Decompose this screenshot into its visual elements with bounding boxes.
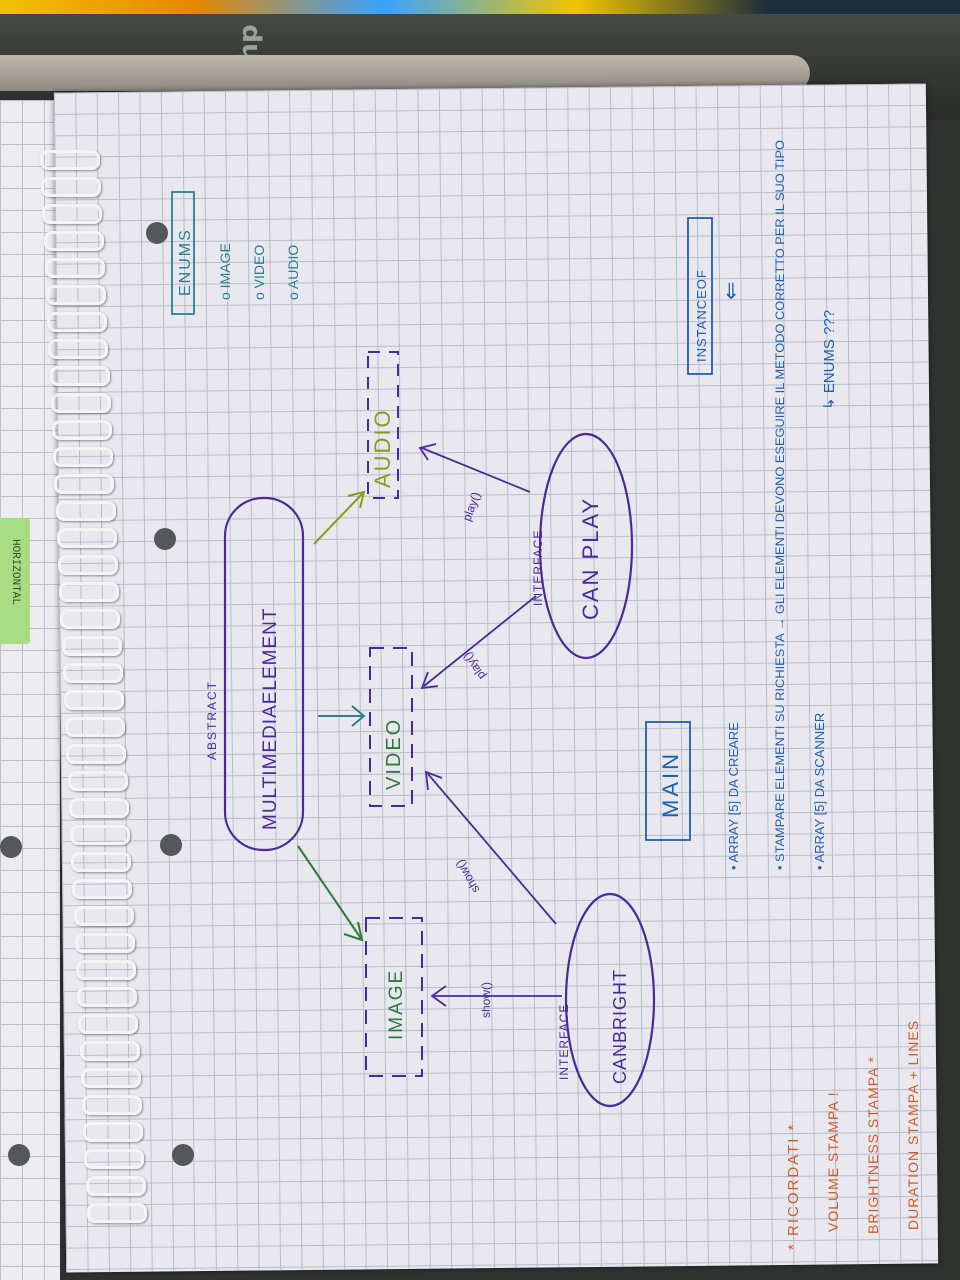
spiral-ring [65, 717, 126, 737]
abstract-class-multimediaelement: ABSTRACT MULTIMEDIAELEMENT [205, 496, 305, 852]
reminder-line: * RICORDATI * [785, 1123, 802, 1250]
spiral-ring [55, 501, 116, 521]
method-label-play: play() [460, 490, 483, 523]
interface-canplay-name: CAN PLAY [578, 497, 603, 620]
main-title: MAIN [658, 751, 683, 818]
arrow-canbright-to-video [427, 773, 557, 925]
spiral-ring [74, 933, 135, 953]
class-video: VIDEO [369, 647, 413, 807]
spiral-ring [62, 663, 123, 683]
instanceof-title: INSTANCEOF [694, 269, 709, 362]
spiral-ring [42, 204, 103, 224]
class-audio: AUDIO [367, 351, 399, 499]
spiral-ring [40, 150, 100, 170]
enum-item: o AUDIO [285, 245, 301, 300]
class-image: IMAGE [365, 917, 423, 1077]
enums-title: ENUMS [177, 228, 194, 296]
spiral-ring [52, 420, 112, 440]
spiral-ring [58, 555, 118, 575]
interface-canbright: INTERFACE CANBRIGHT [557, 892, 656, 1108]
spiral-ring [70, 825, 130, 845]
abstract-stereotype: ABSTRACT [205, 680, 219, 760]
spiral-ring [46, 285, 106, 305]
main-note-item: • ARRAY [5] DA SCANNER [812, 713, 827, 870]
spiral-ring [84, 1149, 145, 1169]
class-image-name: IMAGE [386, 969, 407, 1040]
arrow-multimedia-to-image [297, 845, 363, 941]
spiral-ring [66, 744, 127, 764]
laptop-hinge [0, 55, 810, 91]
punch-hole [146, 222, 168, 244]
spiral-ring [56, 528, 117, 548]
method-label-show: show() [452, 857, 482, 895]
interface-canplay: INTERFACE CAN PLAY [531, 432, 634, 660]
sticky-tab: HORIZONTAL [0, 518, 30, 644]
instanceof-arrow: ⇐ [718, 282, 743, 300]
enums-box: ENUMS o IMAGE o VIDEO o AUDIO [171, 191, 301, 315]
spiral-ring [86, 1203, 147, 1223]
spiral-ring [64, 690, 124, 710]
spiral-ring [48, 339, 109, 359]
spiral-ring [73, 906, 134, 926]
spiral-ring [76, 960, 136, 980]
spiral-ring [54, 474, 115, 494]
class-video-name: VIDEO [383, 718, 405, 790]
spiral-ring [79, 1041, 140, 1061]
reminders: * RICORDATI * VOLUME STAMPA ! BRIGHTNESS… [785, 1020, 921, 1250]
spiral-ring [53, 447, 114, 467]
spiral-ring [71, 852, 132, 872]
enum-item: o IMAGE [217, 243, 233, 300]
spiral-ring [49, 366, 110, 386]
main-note-item: • ARRAY [5] DA CREARE [726, 722, 741, 870]
enums-question: ↳ ENUMS ??? [821, 310, 838, 410]
class-audio-name: AUDIO [370, 408, 395, 488]
spiral-ring [80, 1068, 141, 1088]
arrow-multimedia-to-audio [313, 491, 365, 545]
method-label-show: show() [479, 982, 493, 1018]
spiral-ring [72, 879, 133, 899]
instanceof-box: INSTANCEOF ⇐ [687, 217, 743, 375]
punch-hole [0, 836, 22, 858]
spiral-ring [78, 1014, 139, 1034]
spiral-ring [43, 231, 104, 251]
spiral-ring [82, 1095, 142, 1115]
reminder-line: BRIGHTNESS STAMPA * [865, 1056, 881, 1234]
inheritance-arrows [297, 490, 366, 942]
enum-item: o VIDEO [251, 245, 267, 300]
punch-hole [160, 834, 182, 856]
interface-canbright-name: CANBRIGHT [610, 969, 630, 1084]
main-notes: MAIN • ARRAY [5] DA CREARE • STAMPARE EL… [645, 140, 838, 870]
spiral-ring [50, 393, 111, 413]
spiral-ring [77, 987, 138, 1007]
spiral-ring [47, 312, 108, 332]
spiral-ring [85, 1176, 146, 1196]
spiral-ring [68, 798, 129, 818]
spiral-ring [60, 609, 121, 629]
laptop-screen-edge [0, 0, 960, 14]
left-notebook-page: HORIZONTAL [0, 100, 60, 1280]
spiral-ring [61, 636, 122, 656]
arrow-canplay-to-audio [421, 447, 531, 493]
spiral-ring [67, 771, 128, 791]
punch-hole [8, 1144, 30, 1166]
reminder-line: DURATION STAMPA + LINES [905, 1020, 921, 1230]
spiral-ring [41, 177, 102, 197]
punch-hole [154, 528, 176, 550]
interface-canplay-stereotype: INTERFACE [531, 530, 545, 606]
punch-hole [172, 1144, 194, 1166]
arrow-canplay-to-video [423, 595, 537, 687]
abstract-class-name: MULTIMEDIAELEMENT [260, 607, 281, 830]
interface-arrows [418, 443, 562, 1007]
spiral-ring [59, 582, 120, 602]
spiral-ring [83, 1122, 144, 1142]
main-note-item: • STAMPARE ELEMENTI SU RICHIESTA → GLI E… [775, 140, 787, 870]
spiral-ring [44, 258, 105, 278]
reminder-line: VOLUME STAMPA ! [825, 1091, 841, 1232]
interface-canbright-stereotype: INTERFACE [557, 1004, 571, 1080]
